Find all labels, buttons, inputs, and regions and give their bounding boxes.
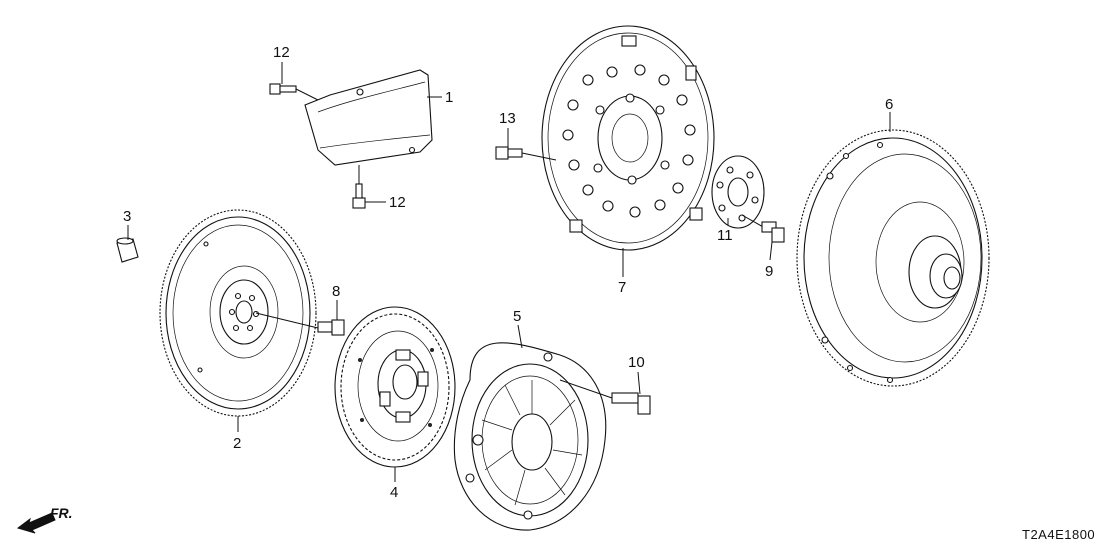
bolt-13 bbox=[495, 146, 557, 161]
flywheel bbox=[159, 209, 317, 417]
bolt-8 bbox=[255, 312, 345, 336]
front-arrow-icon bbox=[16, 512, 56, 534]
bolt-9 bbox=[741, 214, 785, 243]
diagram-code: T2A4E1800 bbox=[1022, 527, 1096, 542]
callout-6: 6 bbox=[885, 96, 893, 113]
bolt-10 bbox=[559, 379, 651, 415]
callout-5: 5 bbox=[513, 308, 521, 325]
callout-2: 2 bbox=[233, 435, 241, 452]
drive-plate bbox=[541, 25, 715, 251]
leader-lines bbox=[127, 62, 891, 482]
callout-1: 1 bbox=[445, 89, 453, 106]
callout-13: 13 bbox=[499, 110, 516, 127]
callout-12-top: 12 bbox=[273, 44, 290, 61]
callout-10: 10 bbox=[628, 354, 645, 371]
bolt-12-top bbox=[269, 83, 319, 101]
clutch-disc bbox=[334, 306, 456, 468]
front-direction-label: FR. bbox=[50, 505, 73, 521]
torque-converter bbox=[796, 129, 990, 387]
washer-plate bbox=[711, 155, 765, 229]
callout-7: 7 bbox=[618, 279, 626, 296]
callout-11: 11 bbox=[717, 227, 733, 244]
cover-plate bbox=[304, 69, 433, 166]
callout-9: 9 bbox=[765, 263, 773, 280]
pressure-plate bbox=[453, 342, 607, 531]
callouts: 1 2 3 4 5 6 7 8 9 10 11 12 12 13 bbox=[123, 44, 893, 501]
bushing bbox=[116, 237, 139, 263]
callout-3: 3 bbox=[123, 208, 131, 225]
callout-12-bottom: 12 bbox=[389, 194, 406, 211]
callout-8: 8 bbox=[332, 283, 340, 300]
bolt-12-bottom bbox=[352, 165, 366, 209]
callout-4: 4 bbox=[390, 484, 398, 501]
